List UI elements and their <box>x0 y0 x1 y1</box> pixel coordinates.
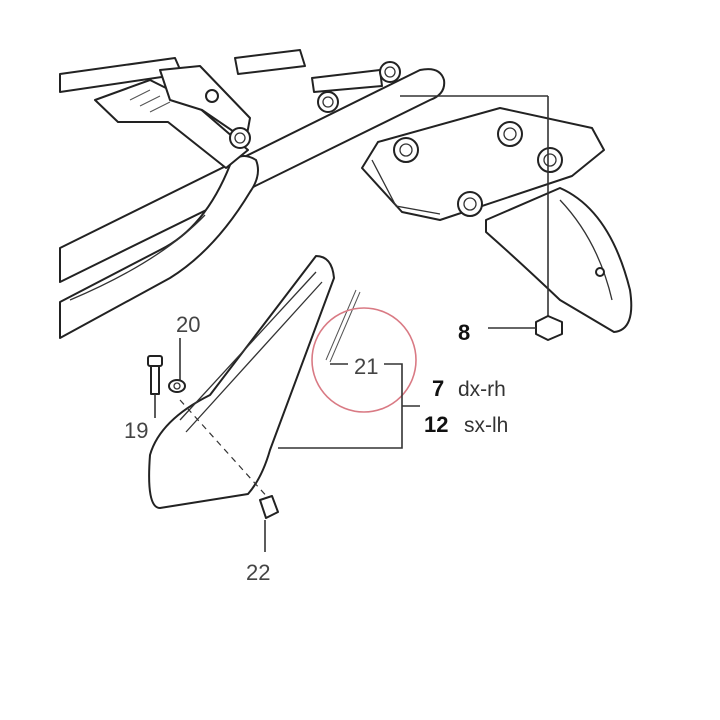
label-part-22: 22 <box>246 560 270 585</box>
label-part-19: 19 <box>124 418 148 443</box>
label-part-8: 8 <box>458 320 470 345</box>
frame-tubes <box>59 49 446 339</box>
label-part-7: 7 <box>432 376 444 401</box>
label-part-20: 20 <box>176 312 200 337</box>
label-part-12-side: sx-lh <box>464 414 508 437</box>
mounting-plate <box>361 107 633 333</box>
label-part-21: 21 <box>354 354 378 379</box>
highlight-circle <box>311 307 417 413</box>
part-22-bush <box>259 495 279 552</box>
label-part-7-side: dx-rh <box>458 378 506 401</box>
side-cover-panel <box>148 255 335 509</box>
label-part-12: 12 <box>424 412 448 437</box>
part-20-washer <box>168 338 186 393</box>
part-8-nut <box>400 95 563 341</box>
frame-bracket <box>94 61 401 169</box>
callout-leader-7-12-21 <box>278 363 420 449</box>
part-21-strip <box>311 289 417 413</box>
part-19-bolt <box>147 355 163 418</box>
